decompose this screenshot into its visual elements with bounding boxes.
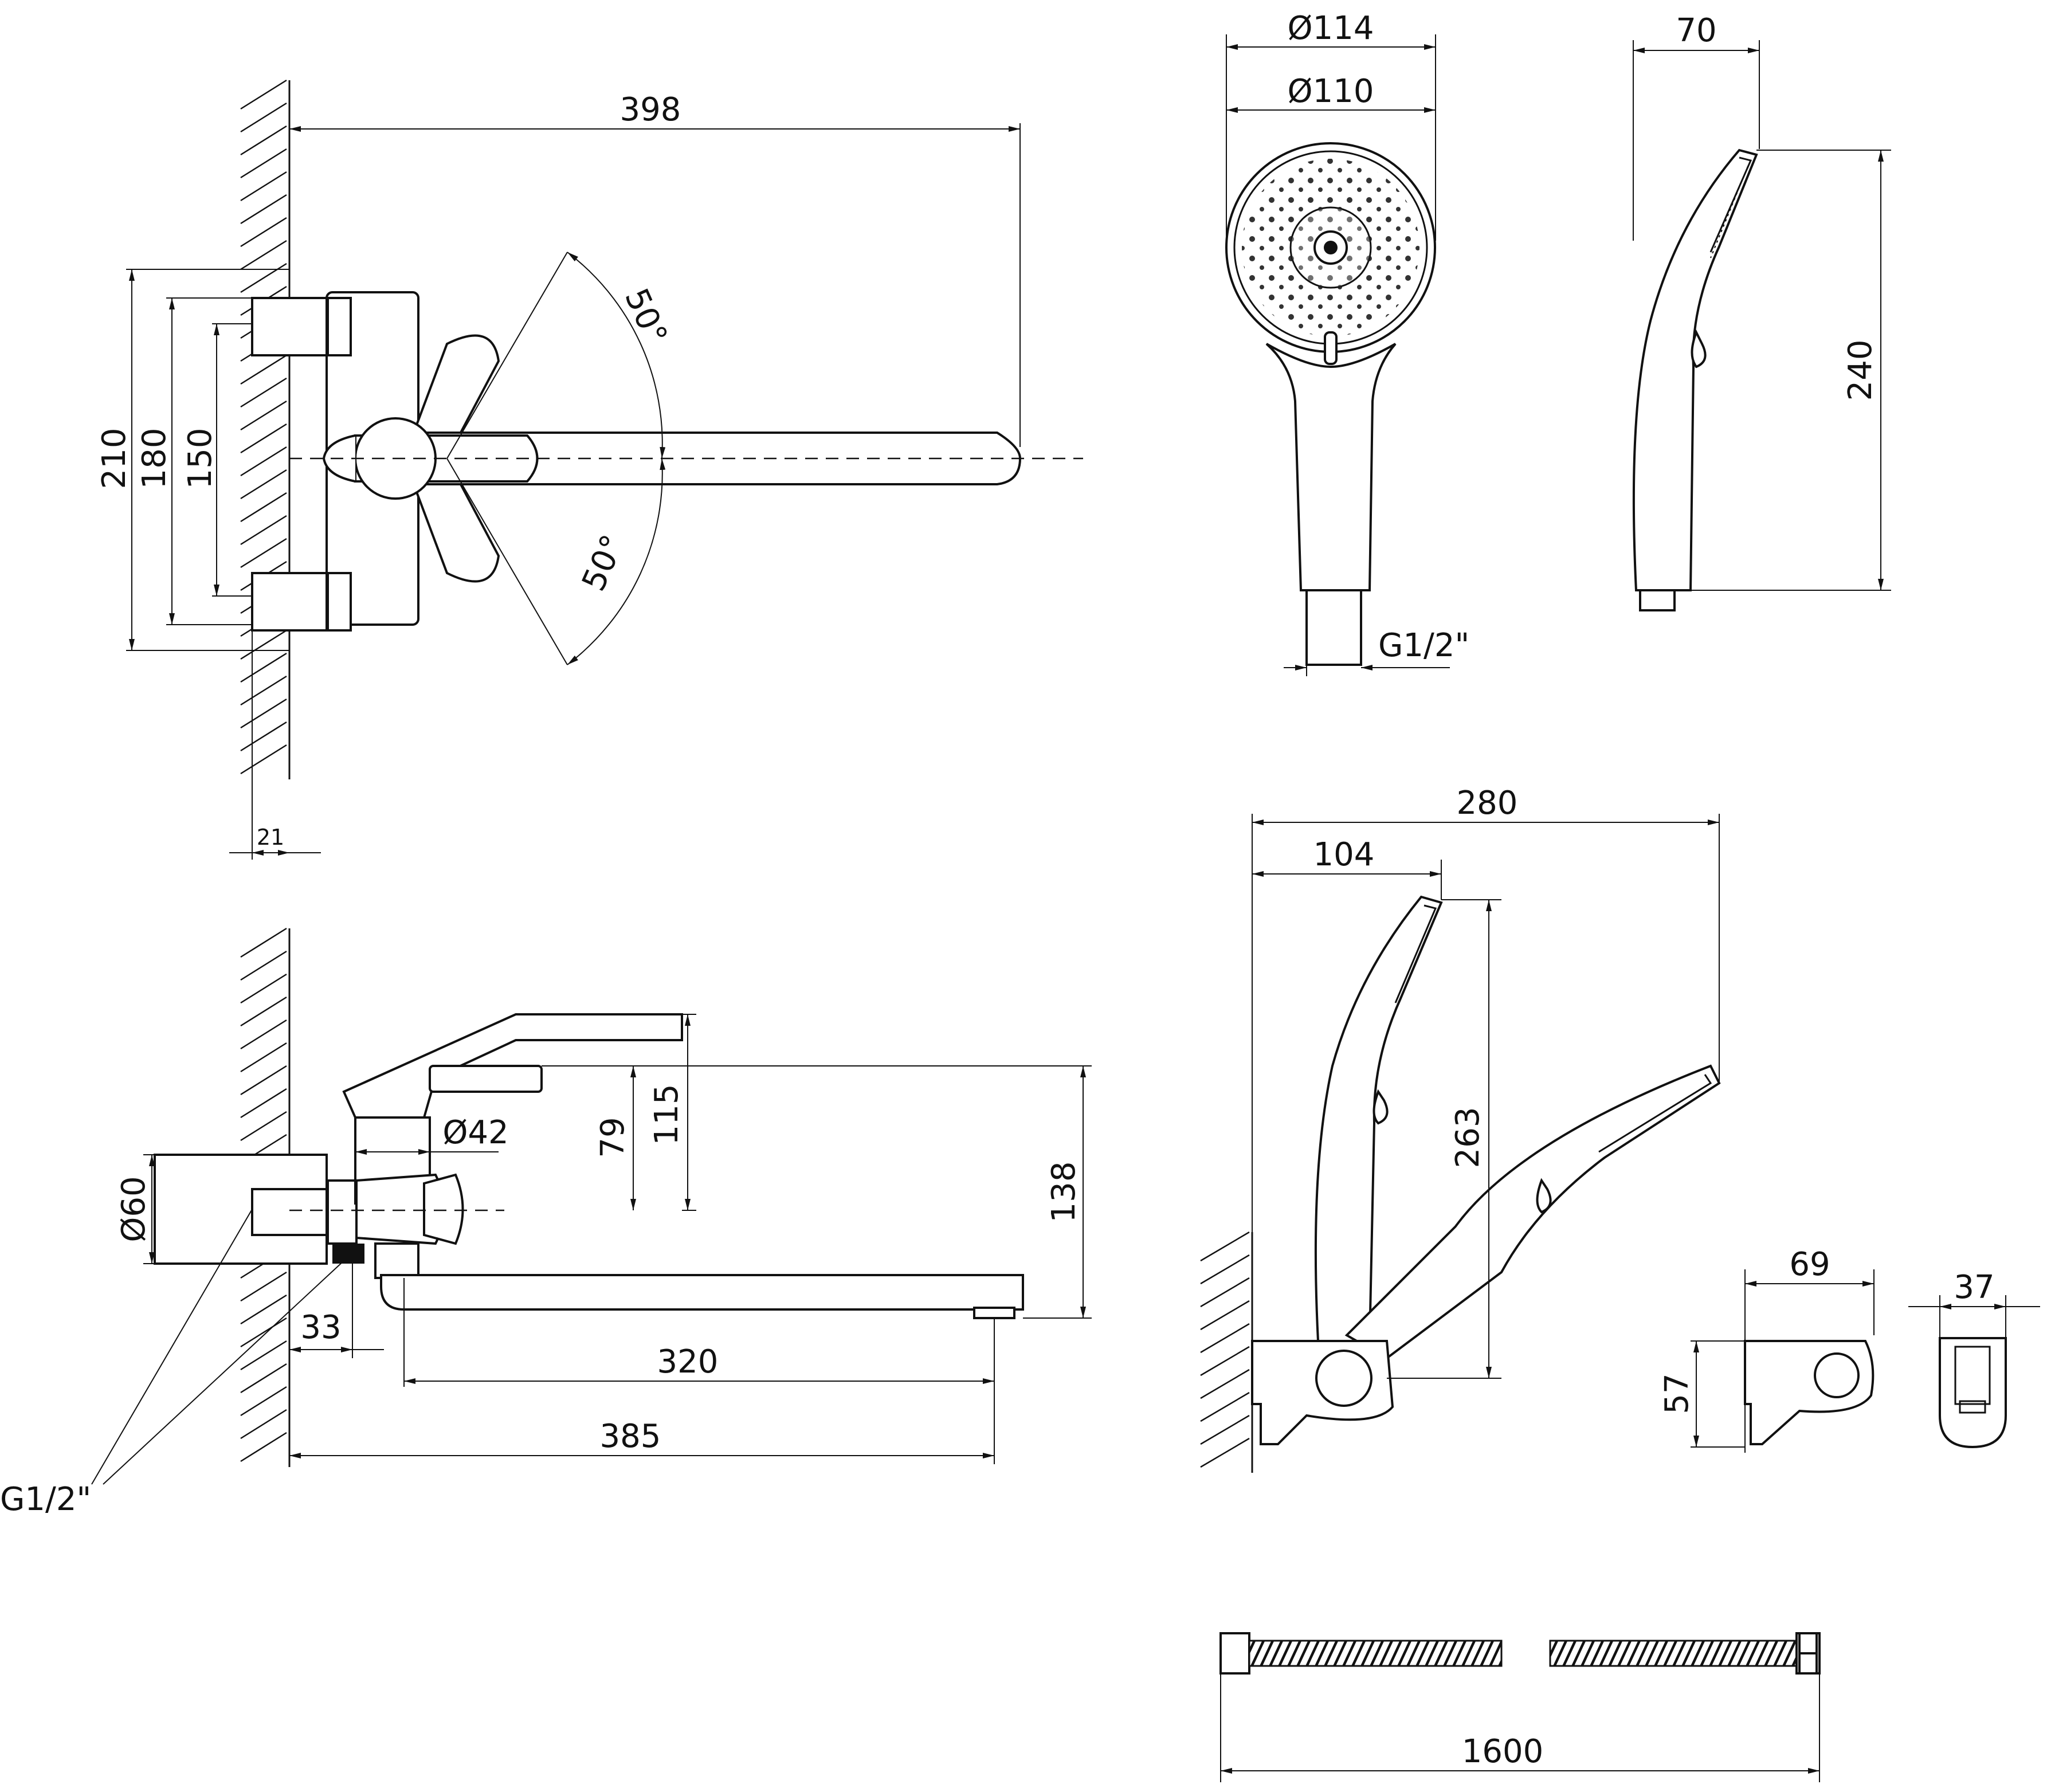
spout-collar — [374, 1242, 419, 1279]
hose-coil-left — [1248, 1640, 1503, 1667]
dim-138: 138 — [1045, 1162, 1083, 1223]
dim-37: 37 — [1954, 1269, 1994, 1306]
dim-104: 104 — [1313, 836, 1375, 873]
dim-57: 57 — [1658, 1373, 1696, 1414]
mode-selector — [1324, 331, 1338, 365]
mixer-side-view: Ø60 Ø42 115 79 138 33 320 385 G1/2" — [0, 927, 1092, 1518]
dim-210: 210 — [96, 428, 133, 489]
shower-nub — [1691, 330, 1707, 368]
dim-d110: Ø110 — [1288, 73, 1374, 110]
diverter-knob — [423, 1173, 464, 1245]
angle-lower-label: 50° — [575, 530, 632, 597]
wall-hatch-top — [240, 79, 291, 779]
holder-assembly: 280 104 263 — [1200, 785, 1721, 1473]
dim-263: 263 — [1449, 1107, 1487, 1168]
lever-plate — [429, 1065, 543, 1093]
dim-320: 320 — [657, 1343, 719, 1381]
dim-398: 398 — [620, 91, 681, 128]
dim-d60: Ø60 — [115, 1176, 152, 1242]
mixer-top-view: 50° 50° 398 210 180 150 21 — [96, 79, 1083, 860]
spout-side — [380, 1274, 1024, 1311]
dim-70: 70 — [1676, 12, 1716, 49]
dim-69: 69 — [1789, 1246, 1830, 1283]
hose-coil-right — [1549, 1640, 1798, 1667]
aerator — [973, 1307, 1015, 1319]
handle-front — [1265, 343, 1397, 591]
handle-connector — [1305, 589, 1362, 666]
eccentric-side — [251, 1188, 328, 1236]
dim-385: 385 — [600, 1418, 661, 1455]
handle-lower — [411, 457, 500, 583]
eccentric-cap-top — [251, 297, 328, 356]
dim-115: 115 — [648, 1084, 685, 1146]
eccentric-cap-bottom — [251, 572, 328, 632]
dim-150: 150 — [182, 428, 219, 489]
hose: 1600 — [1219, 1632, 1821, 1782]
thread-label-side: G1/2" — [0, 1481, 91, 1518]
hand-shower-side: 70 240 — [1632, 12, 1891, 611]
dim-21: 21 — [257, 825, 284, 850]
thread-label-shower: G1/2" — [1378, 627, 1469, 664]
dim-d114: Ø114 — [1288, 10, 1374, 47]
dim-d42: Ø42 — [442, 1114, 508, 1151]
thread-side — [332, 1244, 364, 1264]
nut-bottom — [327, 572, 352, 632]
shower-profile — [1632, 148, 1758, 591]
shower-angled — [1344, 1064, 1721, 1360]
handle-upper — [411, 334, 500, 460]
dim-1600: 1600 — [1462, 1733, 1544, 1770]
dim-180: 180 — [136, 428, 173, 489]
holder-profile — [1744, 1340, 1875, 1445]
holder-ring — [1315, 1350, 1372, 1407]
dim-280: 280 — [1457, 785, 1518, 822]
dim-33: 33 — [300, 1309, 341, 1346]
angle-upper-label: 50° — [617, 283, 675, 350]
dim-79: 79 — [594, 1117, 632, 1158]
shower-side-connector — [1639, 589, 1676, 611]
shower-upright — [1314, 895, 1443, 1342]
wall-hatch-holder — [1200, 1231, 1253, 1473]
nut-top — [327, 297, 352, 356]
holder-detail: 69 57 37 — [1658, 1246, 2040, 1453]
hose-nut-left — [1219, 1632, 1250, 1675]
holder-profile-ring — [1814, 1352, 1860, 1398]
holder-front — [1939, 1337, 2007, 1449]
hand-shower-front: Ø114 Ø110 G1/2" — [1225, 10, 1469, 676]
nut-side — [327, 1179, 358, 1245]
dim-240: 240 — [1842, 340, 1879, 401]
